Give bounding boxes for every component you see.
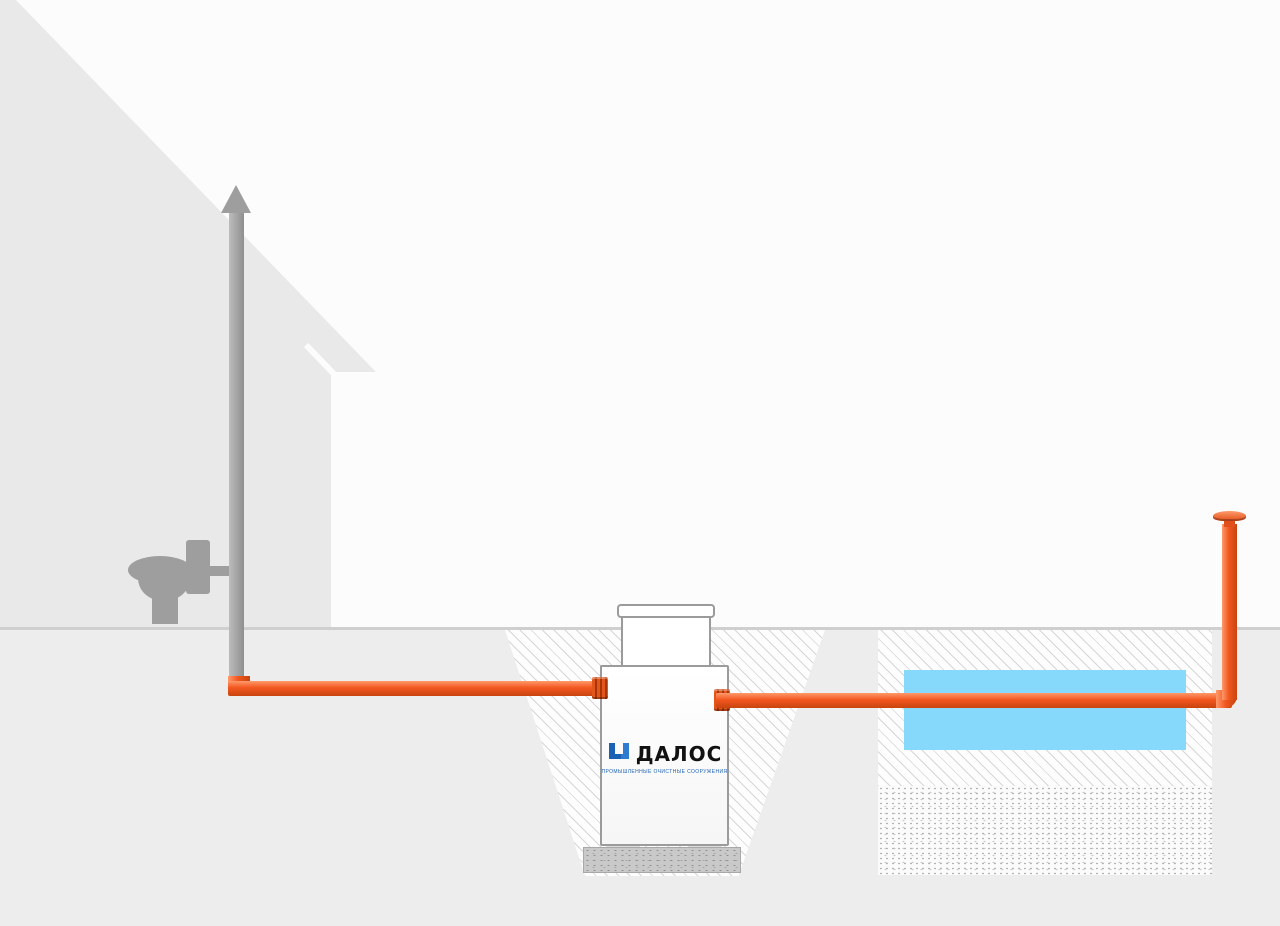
concrete-base [583,847,741,873]
sewer-pipe-outlet [716,693,1232,708]
gravel-layer [878,786,1212,875]
sewer-pipe-inlet [228,681,608,696]
toilet-outlet-pipe [204,566,238,576]
brand-text: ДАЛОС [635,741,723,766]
dalos-logo-icon [607,740,631,767]
vent-riser-pipe [1222,524,1237,700]
water-layer [904,670,1186,750]
vent-cap-stem [1224,519,1235,527]
tank-lid [617,604,715,618]
tank-neck [621,614,711,668]
tank-inlet-coupling [592,677,608,699]
house-silhouette [0,0,376,630]
tank-logo: ДАЛОС ПРОМЫШЛЕННЫЕ ОЧИСТНЫЕ СООРУЖЕНИЯ [600,740,729,776]
toilet-base [152,596,178,624]
vent-arrow-icon [221,185,251,213]
vent-stack-pipe [229,210,244,680]
toilet-bowl [138,572,190,600]
brand-subtext: ПРОМЫШЛЕННЫЕ ОЧИСТНЫЕ СООРУЖЕНИЯ [601,769,728,775]
vent-cap-icon [1213,511,1246,521]
septic-tank-body [600,665,729,846]
